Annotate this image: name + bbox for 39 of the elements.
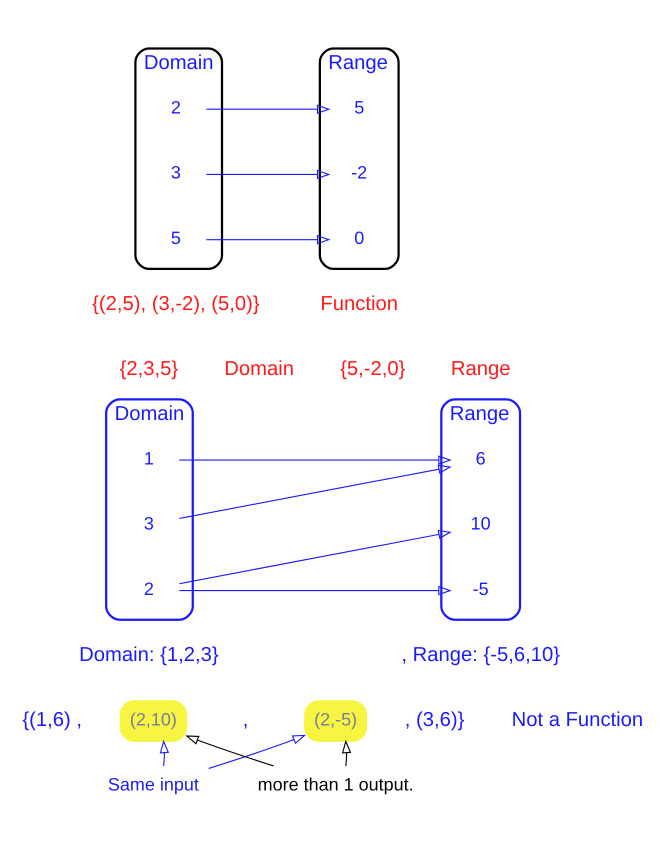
node-text: 3: [170, 162, 181, 182]
node-text: 2: [170, 97, 181, 117]
arrow: [179, 585, 452, 595]
label: {(2,5), (3,-2), (5,0)}: [92, 292, 260, 314]
arrow: [179, 464, 452, 518]
arrow: [185, 734, 274, 766]
arrow: [342, 739, 352, 766]
label: ,: [242, 708, 248, 730]
arrow: [206, 169, 330, 179]
label: Not a Function: [512, 708, 644, 730]
arrow: [206, 104, 330, 114]
arrow: [179, 454, 452, 464]
label: Domain: [224, 358, 294, 380]
node-text: -5: [472, 578, 489, 598]
node-text: -2: [351, 162, 368, 182]
label: {2,3,5}: [120, 358, 178, 380]
node-text: 6: [476, 448, 486, 468]
arrow: [206, 234, 330, 244]
node-text: more than 1 output.: [258, 774, 414, 794]
label: Domain: {1,2,3}: [79, 643, 219, 666]
node-text: Same input: [108, 774, 199, 794]
node-text: 2: [144, 578, 154, 598]
arrow: [208, 734, 306, 768]
arrow: [179, 529, 452, 584]
label: , (3,6)}: [404, 708, 464, 730]
label: , Range: {-5,6,10}: [401, 643, 560, 666]
node-text: 5: [170, 227, 181, 248]
arrow: [160, 739, 170, 766]
node-box: (2,10): [120, 700, 188, 742]
node-text: 5: [354, 97, 364, 117]
label: Function: [320, 292, 398, 314]
node-text: 1: [144, 448, 154, 468]
label: Range: [450, 358, 510, 380]
label: {(1,6) ,: [22, 708, 82, 730]
node-box: (2,-5): [304, 700, 368, 742]
node-text: 10: [470, 513, 491, 534]
node-text: 0: [354, 227, 364, 248]
node-text: 3: [144, 513, 154, 534]
label: {5,-2,0}: [340, 358, 406, 380]
